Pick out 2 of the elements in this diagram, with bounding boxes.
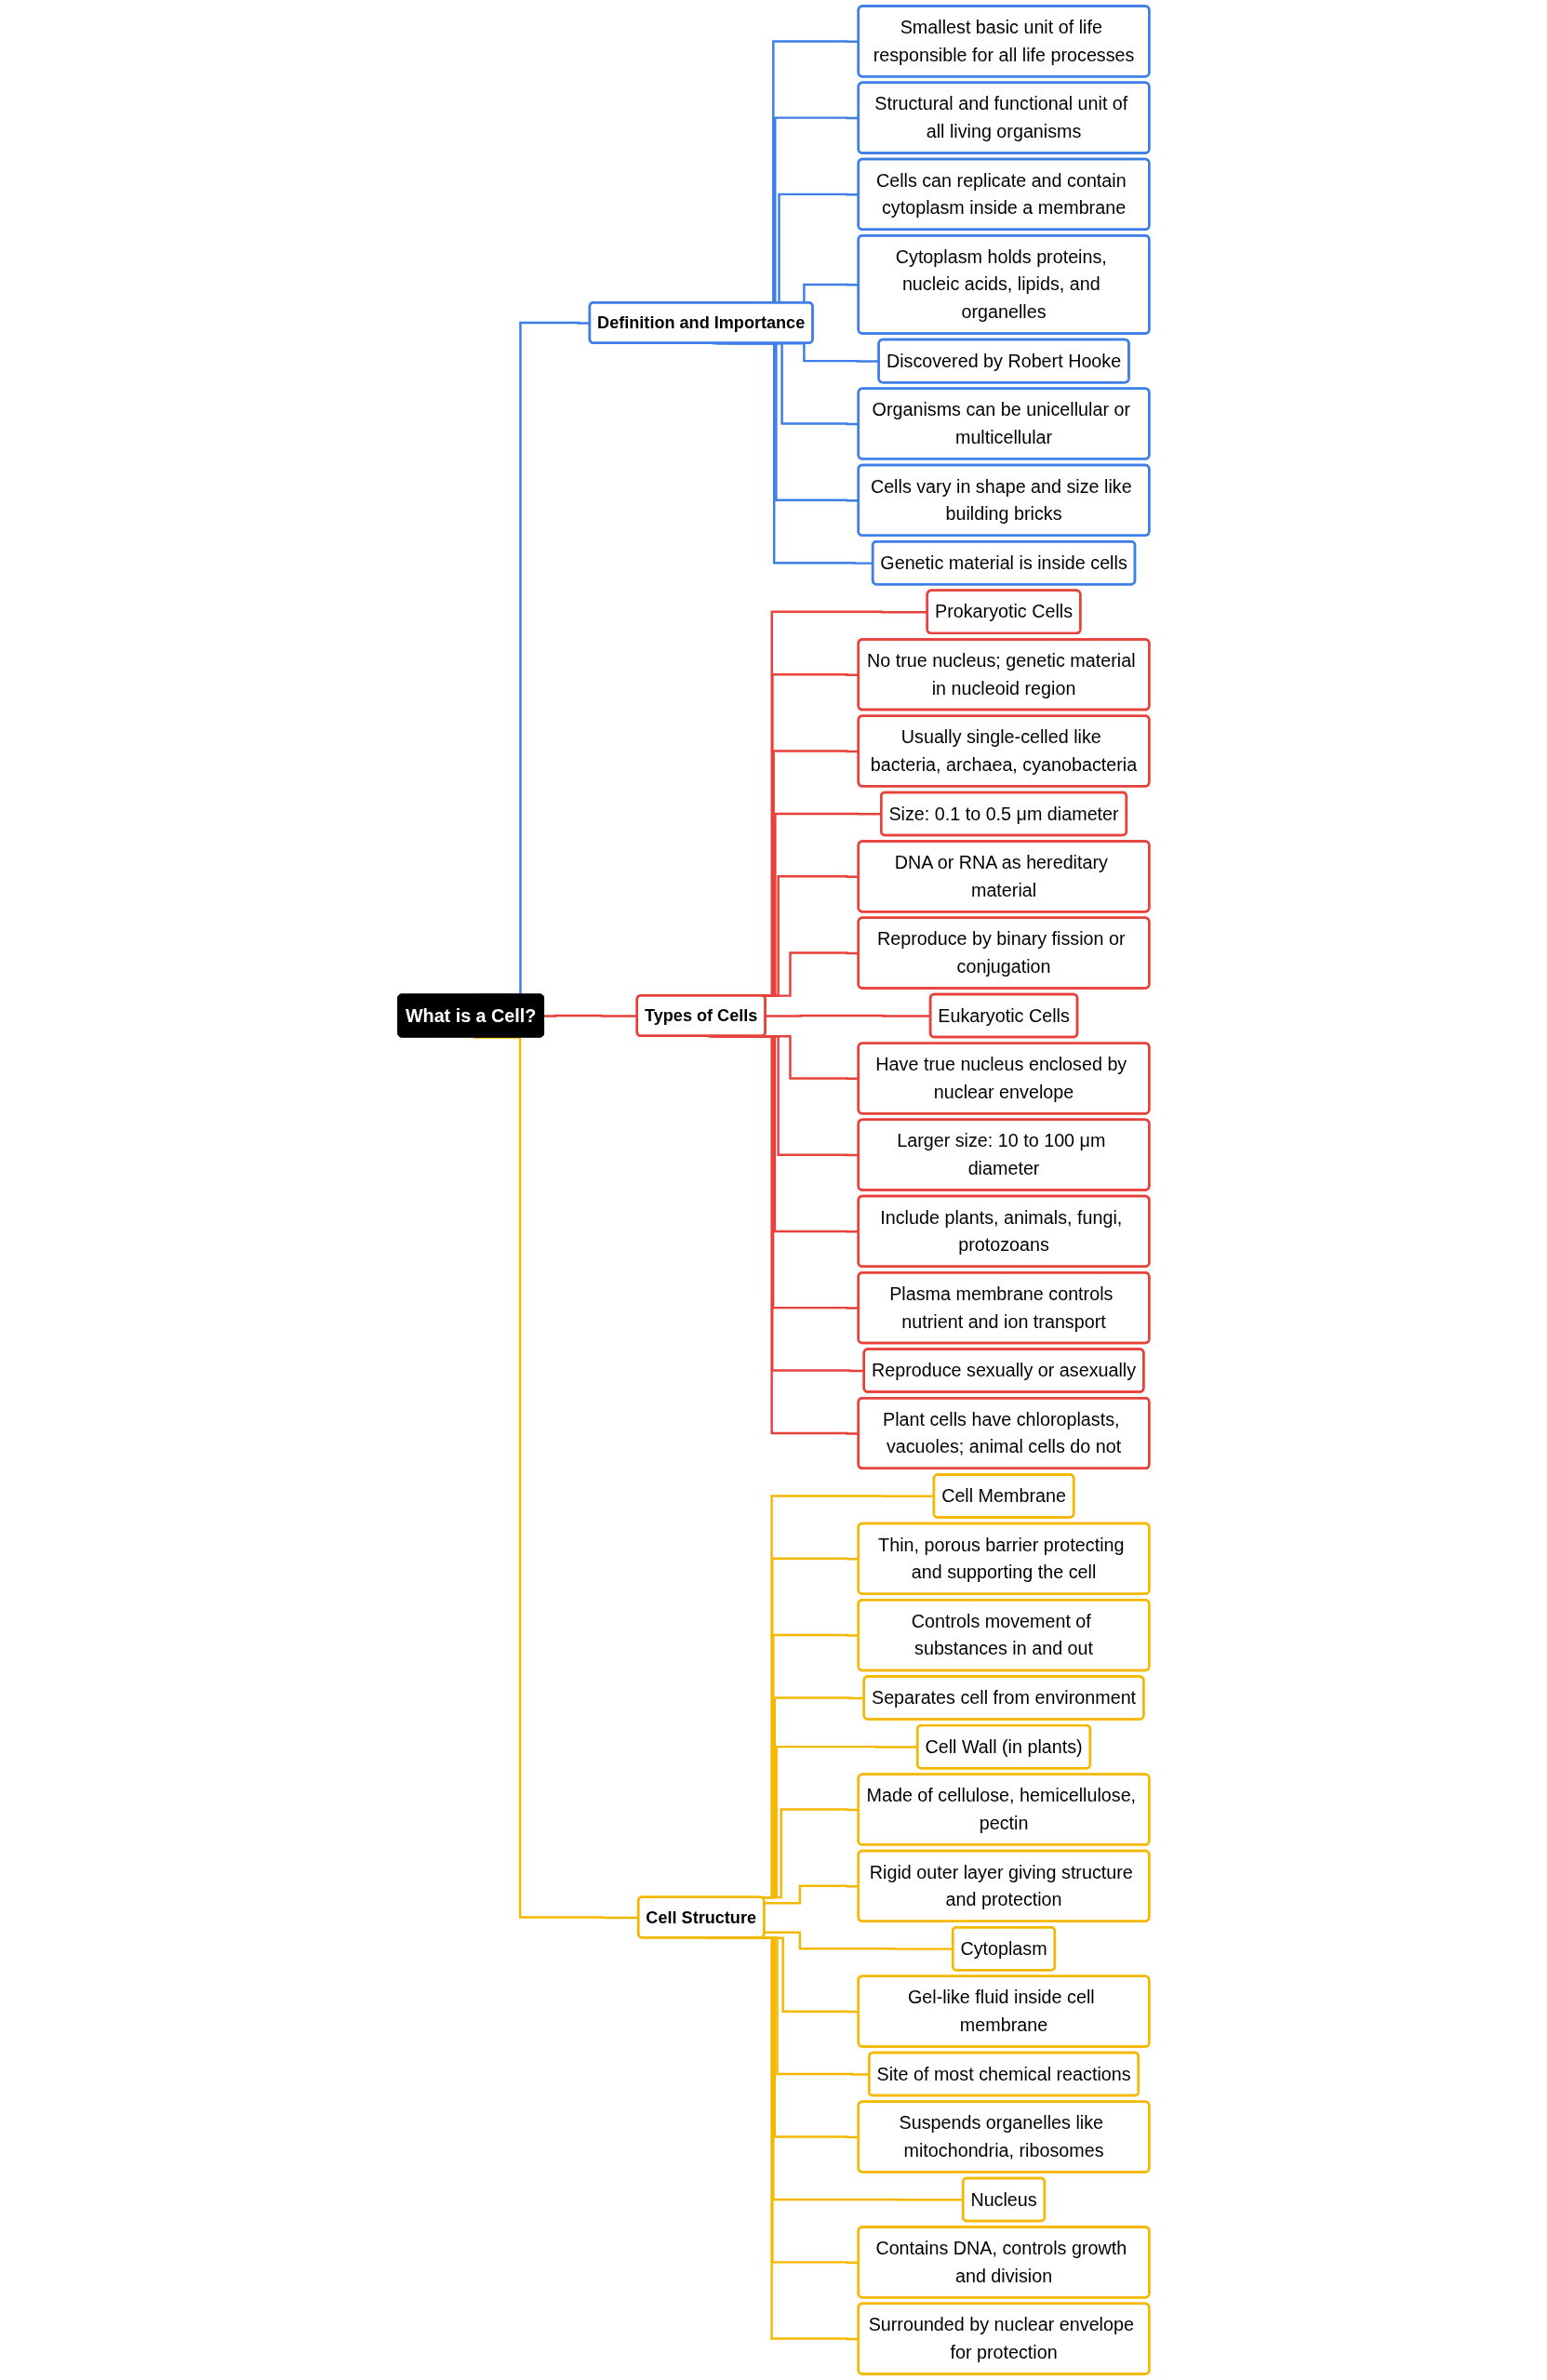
connector <box>764 1931 954 1950</box>
connector <box>765 1014 931 1017</box>
